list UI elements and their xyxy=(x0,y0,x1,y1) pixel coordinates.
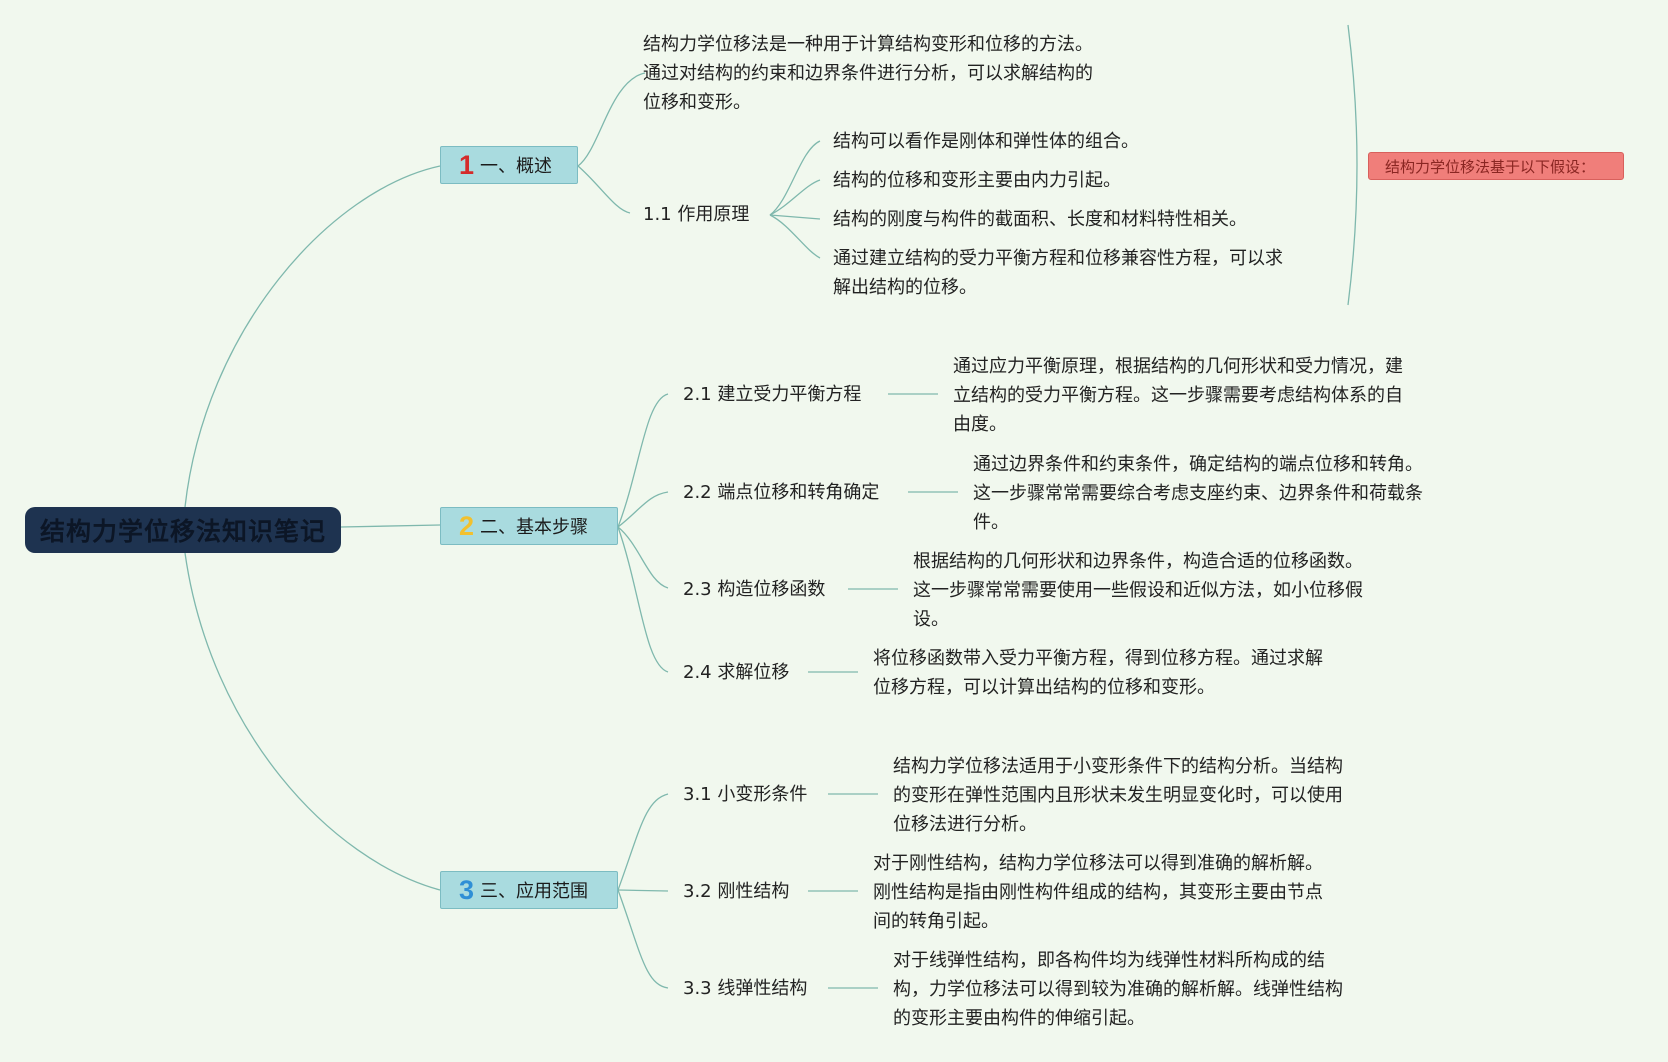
link-b3-sub32 xyxy=(617,889,669,892)
leaf-2-4: 将位移函数带入受力平衡方程，得到位移方程。通过求解 位移方程，可以计算出结构的位… xyxy=(873,648,1323,698)
sub-node-2-4[interactable]: 2.4 求解位移 xyxy=(683,662,790,683)
leaf-1-1-4: 通过建立结构的受力平衡方程和位移兼容性方程，可以求 解出结构的位移。 xyxy=(833,248,1283,298)
link-root-branch2 xyxy=(340,524,441,528)
leaf-1-1-2: 结构的位移和变形主要由内力引起。 xyxy=(833,170,1121,191)
link-sub11-leaf4 xyxy=(769,214,821,259)
sub-node-1-1[interactable]: 1.1 作用原理 xyxy=(643,204,750,225)
link-b3-sub31 xyxy=(617,793,669,891)
branch-label-3: 三、应用范围 xyxy=(480,881,589,902)
link-b1-intro xyxy=(577,72,646,167)
sub-node-3-3[interactable]: 3.3 线弹性结构 xyxy=(683,978,808,999)
leaf-3-1: 结构力学位移法适用于小变形条件下的结构分析。当结构 的变形在弹性范围内且形状未发… xyxy=(893,756,1343,835)
branch-label-1: 一、概述 xyxy=(480,156,553,177)
note-bracket xyxy=(1347,24,1358,306)
link-b2-sub21 xyxy=(617,393,669,528)
branch-number-3: 3 xyxy=(459,874,475,905)
assumption-note-text: 结构力学位移法基于以下假设： xyxy=(1385,157,1596,176)
branch-node-2[interactable]: 2 二、基本步骤 xyxy=(440,507,618,545)
sub-node-2-3[interactable]: 2.3 构造位移函数 xyxy=(683,579,826,600)
sub-node-2-1[interactable]: 2.1 建立受力平衡方程 xyxy=(683,384,862,405)
branch1-intro-text: 结构力学位移法是一种用于计算结构变形和位移的方法。 通过对结构的约束和边界条件进… xyxy=(643,34,1093,113)
link-b2-sub24 xyxy=(617,526,669,673)
sub-node-2-2[interactable]: 2.2 端点位移和转角确定 xyxy=(683,482,880,503)
leaf-1-1-1: 结构可以看作是刚体和弹性体的组合。 xyxy=(833,131,1139,152)
link-b2-sub23 xyxy=(617,526,669,589)
root-node[interactable]: 结构力学位移法知识笔记 xyxy=(25,507,341,553)
leaf-3-2: 对于刚性结构，结构力学位移法可以得到准确的解析解。 刚性结构是指由刚性构件组成的… xyxy=(873,853,1323,932)
leaf-2-3: 根据结构的几何形状和边界条件，构造合适的位移函数。 这一步骤常常需要使用一些假设… xyxy=(913,551,1363,630)
sub-node-3-2[interactable]: 3.2 刚性结构 xyxy=(683,881,790,902)
assumption-note[interactable]: 结构力学位移法基于以下假设： xyxy=(1368,152,1624,180)
link-root-branch1 xyxy=(184,165,441,508)
link-sub11-leaf3 xyxy=(769,214,821,220)
link-b2-sub22 xyxy=(617,491,669,528)
link-b3-sub33 xyxy=(617,889,669,989)
link-sub11-leaf1 xyxy=(769,140,821,216)
sub-node-3-1[interactable]: 3.1 小变形条件 xyxy=(683,784,808,805)
link-root-branch3 xyxy=(184,552,441,891)
leaf-1-1-3: 结构的刚度与构件的截面积、长度和材料特性相关。 xyxy=(833,209,1247,230)
branch-label-2: 二、基本步骤 xyxy=(480,517,589,538)
branch-node-1[interactable]: 1 一、概述 xyxy=(440,146,578,184)
link-b1-sub11 xyxy=(577,165,631,214)
branch-node-3[interactable]: 3 三、应用范围 xyxy=(440,871,618,909)
root-title: 结构力学位移法知识笔记 xyxy=(39,517,326,546)
leaf-3-3: 对于线弹性结构，即各构件均为线弹性材料所构成的结 构，力学位移法可以得到较为准确… xyxy=(893,950,1343,1029)
leaf-2-1: 通过应力平衡原理，根据结构的几何形状和受力情况，建 立结构的受力平衡方程。这一步… xyxy=(953,356,1403,435)
branch-number-1: 1 xyxy=(459,149,475,180)
leaf-2-2: 通过边界条件和约束条件，确定结构的端点位移和转角。 这一步骤常常需要综合考虑支座… xyxy=(973,454,1423,533)
branch-number-2: 2 xyxy=(459,510,475,541)
link-sub11-leaf2 xyxy=(769,179,821,216)
